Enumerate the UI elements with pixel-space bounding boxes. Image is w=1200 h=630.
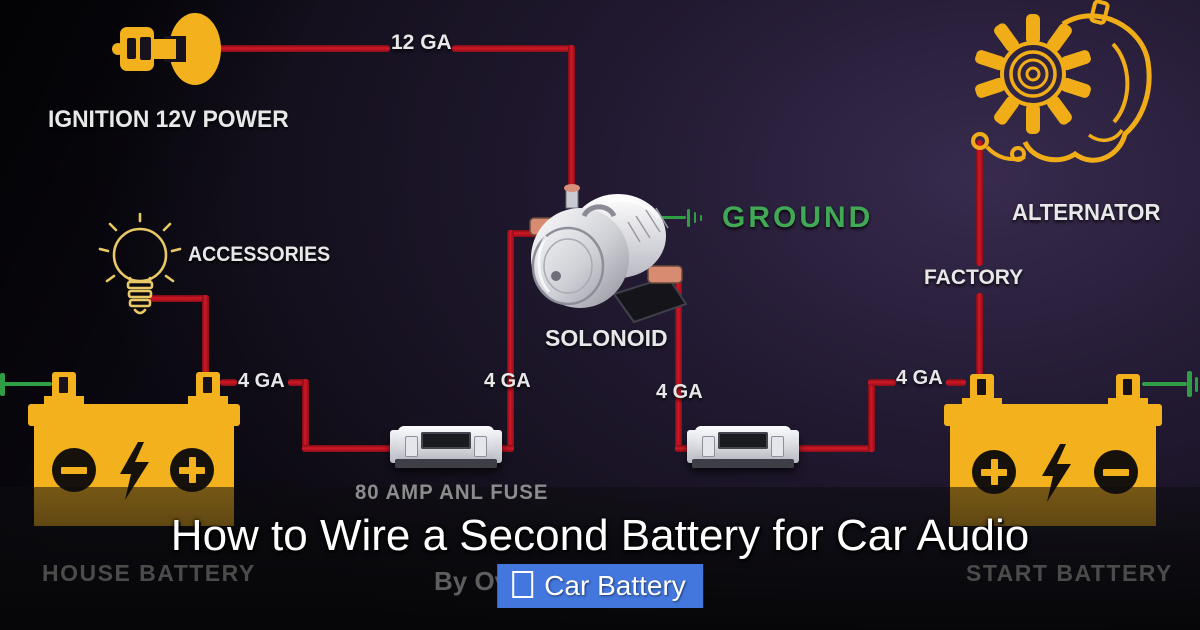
- fuse-base: [692, 459, 794, 468]
- wire-solenoid-left-stub: [509, 230, 549, 237]
- solenoid-icon: [529, 184, 688, 324]
- wire-factory-lower: [976, 293, 983, 377]
- fuse-window: [718, 432, 768, 449]
- terminal-pedestal: [188, 396, 228, 406]
- wire-gauge-label-4ga-right: 4 GA: [656, 381, 703, 403]
- anl-fuse-left: [390, 424, 502, 470]
- terminal-slot: [977, 379, 986, 395]
- anl-fuse-right: [687, 424, 799, 470]
- wire-solenoid-left-down: [507, 230, 514, 452]
- wire-start-4ga-b: [946, 379, 966, 386]
- fuse-bolt: [405, 436, 418, 457]
- minus-symbol-icon: [52, 448, 96, 492]
- terminal-pedestal: [44, 396, 84, 406]
- accessories-label: ACCESSORIES: [188, 243, 331, 266]
- lightning-bolt-icon: [120, 442, 149, 500]
- alternator-icon: [971, 0, 1152, 163]
- ignition-label: IGNITION 12V POWER: [48, 106, 289, 133]
- terminal-slot: [59, 377, 68, 393]
- ground-label: GROUND: [722, 201, 874, 234]
- solenoid-label: SOLONOID: [545, 325, 668, 351]
- category-badge[interactable]: Car Battery: [497, 564, 703, 608]
- minus-symbol-icon: [1094, 450, 1138, 494]
- wire-gauge-label-12ga: 12 GA: [391, 31, 452, 54]
- fuse-bolt: [702, 436, 715, 457]
- start-battery-label: START BATTERY: [966, 560, 1173, 586]
- wire-accessories-horizontal: [150, 295, 209, 302]
- battery-terminal-negative: [1116, 374, 1140, 400]
- wire-house-4ga-a: [220, 379, 237, 386]
- wire-start-4ga-a: [868, 379, 896, 386]
- byline-text: By Ov: [434, 566, 510, 596]
- ground-bar-solenoid-1-icon: [687, 209, 690, 227]
- terminal-pedestal: [1108, 398, 1148, 408]
- house-battery-label: HOUSE BATTERY: [42, 560, 256, 586]
- wire-ground-house: [2, 382, 52, 386]
- wire-12ga-key-segment: [216, 45, 390, 52]
- battery-terminal-negative: [52, 372, 76, 398]
- wire-fuse-left-right-stub: [495, 445, 514, 452]
- wire-right-fuse-out: [792, 445, 875, 452]
- wire-gauge-label-4ga-start: 4 GA: [896, 367, 943, 389]
- wire-ground-start: [1142, 382, 1187, 386]
- wire-factory-upper: [976, 140, 983, 266]
- page-title: How to Wire a Second Battery for Car Aud…: [170, 511, 1030, 560]
- accessories-bulb-icon: [98, 212, 182, 315]
- wire-gauge-label-4ga-house: 4 GA: [238, 370, 285, 392]
- plus-symbol-icon: [170, 448, 214, 492]
- wire-start-up: [868, 379, 875, 452]
- ignition-key-icon: [112, 13, 221, 85]
- ground-bar-solenoid-3-icon: [700, 215, 702, 221]
- wire-to-right-fuse: [675, 445, 695, 452]
- wire-accessories-down: [202, 295, 209, 375]
- fuse-bolt: [474, 436, 487, 457]
- battery-terminal-positive: [970, 374, 994, 400]
- alternator-label: ALTERNATOR: [1012, 199, 1161, 225]
- wire-solenoid-right-down: [675, 269, 682, 452]
- battery-top-bar: [944, 404, 1162, 426]
- battery-top-bar: [28, 404, 240, 426]
- fuse-label: 80 AMP ANL FUSE: [355, 481, 549, 504]
- wire-house-down: [302, 379, 309, 452]
- wire-house-to-fuse: [302, 445, 400, 452]
- terminal-slot: [1123, 379, 1132, 395]
- fuse-window: [421, 432, 471, 449]
- plus-symbol-icon: [972, 450, 1016, 494]
- ground-bar-right-1-icon: [1187, 371, 1192, 397]
- terminal-slot: [203, 377, 212, 393]
- ground-bar-solenoid-2-icon: [694, 212, 696, 223]
- fuse-bolt: [771, 436, 784, 457]
- lightning-bolt-icon: [1042, 444, 1071, 502]
- wire-12ga-down-to-solenoid: [568, 45, 575, 202]
- factory-label: FACTORY: [924, 266, 1024, 289]
- ground-bar-right-2-icon: [1195, 377, 1198, 392]
- fuse-base: [395, 459, 497, 468]
- car-battery-tofu-box-icon: [512, 571, 534, 598]
- badge-label: Car Battery: [544, 570, 686, 601]
- battery-terminal-positive: [196, 372, 220, 398]
- wire-gauge-label-4ga-left: 4 GA: [484, 370, 531, 392]
- terminal-pedestal: [962, 398, 1002, 408]
- wire-house-4ga-b: [288, 379, 309, 386]
- wire-12ga-to-corner: [452, 45, 575, 52]
